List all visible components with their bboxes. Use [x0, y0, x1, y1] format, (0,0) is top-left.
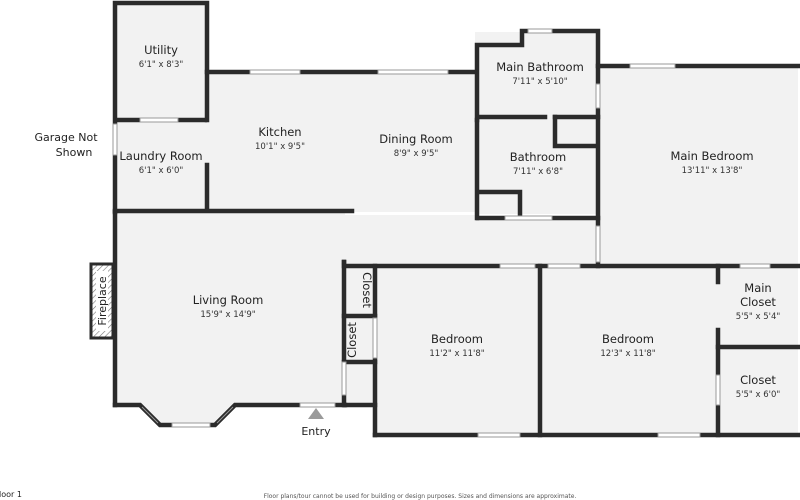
kitchen-name: Kitchen [258, 125, 301, 139]
dining-dim: 8'9" x 9'5" [394, 149, 439, 159]
kitchen-dim: 10'1" x 9'5" [255, 142, 305, 152]
bedroom-2-dim: 12'3" x 11'8" [600, 349, 655, 359]
main-closet-name-line2: Closet [740, 295, 776, 309]
closet-small-dim: 5'5" x 6'0" [736, 390, 781, 400]
bay-windows [141, 406, 234, 424]
main-closet-dim: 5'5" x 5'4" [736, 312, 781, 322]
garage-label-line2: Shown [56, 146, 93, 159]
bathroom-name: Bathroom [510, 150, 566, 164]
laundry-dim: 6'1" x 6'0" [139, 166, 184, 176]
bathroom-dim: 7'11" x 6'8" [513, 167, 563, 177]
living-room-name: Living Room [193, 293, 264, 307]
laundry-name: Laundry Room [119, 149, 202, 163]
dining-name: Dining Room [379, 132, 453, 146]
closet-small-name: Closet [740, 373, 776, 387]
fireplace-label: Fireplace [96, 276, 109, 325]
floor-area [115, 3, 798, 435]
closet-lower-label: Closet [345, 322, 359, 358]
utility-dim: 6'1" x 8'3" [139, 60, 184, 70]
main-bedroom-dim: 13'11" x 13'8" [682, 166, 743, 176]
entry-arrow-icon [308, 408, 324, 419]
bedroom-2-name: Bedroom [602, 332, 654, 346]
bedroom-1-dim: 11'2" x 11'8" [429, 349, 484, 359]
garage-label-line1: Garage Not [34, 131, 98, 144]
living-room-dim: 15'9" x 14'9" [200, 310, 255, 320]
footer-disclaimer: Floor plans/tour cannot be used for buil… [264, 493, 577, 500]
main-closet-name-line1: Main [744, 281, 771, 295]
closet-upper-label: Closet [360, 272, 374, 308]
main-bathroom-name: Main Bathroom [496, 60, 584, 74]
fireplace: Fireplace [89, 262, 115, 340]
main-bedroom-name: Main Bedroom [670, 149, 753, 163]
utility-name: Utility [144, 43, 178, 57]
bedroom-1-name: Bedroom [431, 332, 483, 346]
main-bathroom-dim: 7'11" x 5'10" [512, 77, 567, 87]
floor-label: loor 1 [0, 490, 22, 499]
entry-label: Entry [301, 425, 331, 438]
windows [112, 28, 771, 438]
